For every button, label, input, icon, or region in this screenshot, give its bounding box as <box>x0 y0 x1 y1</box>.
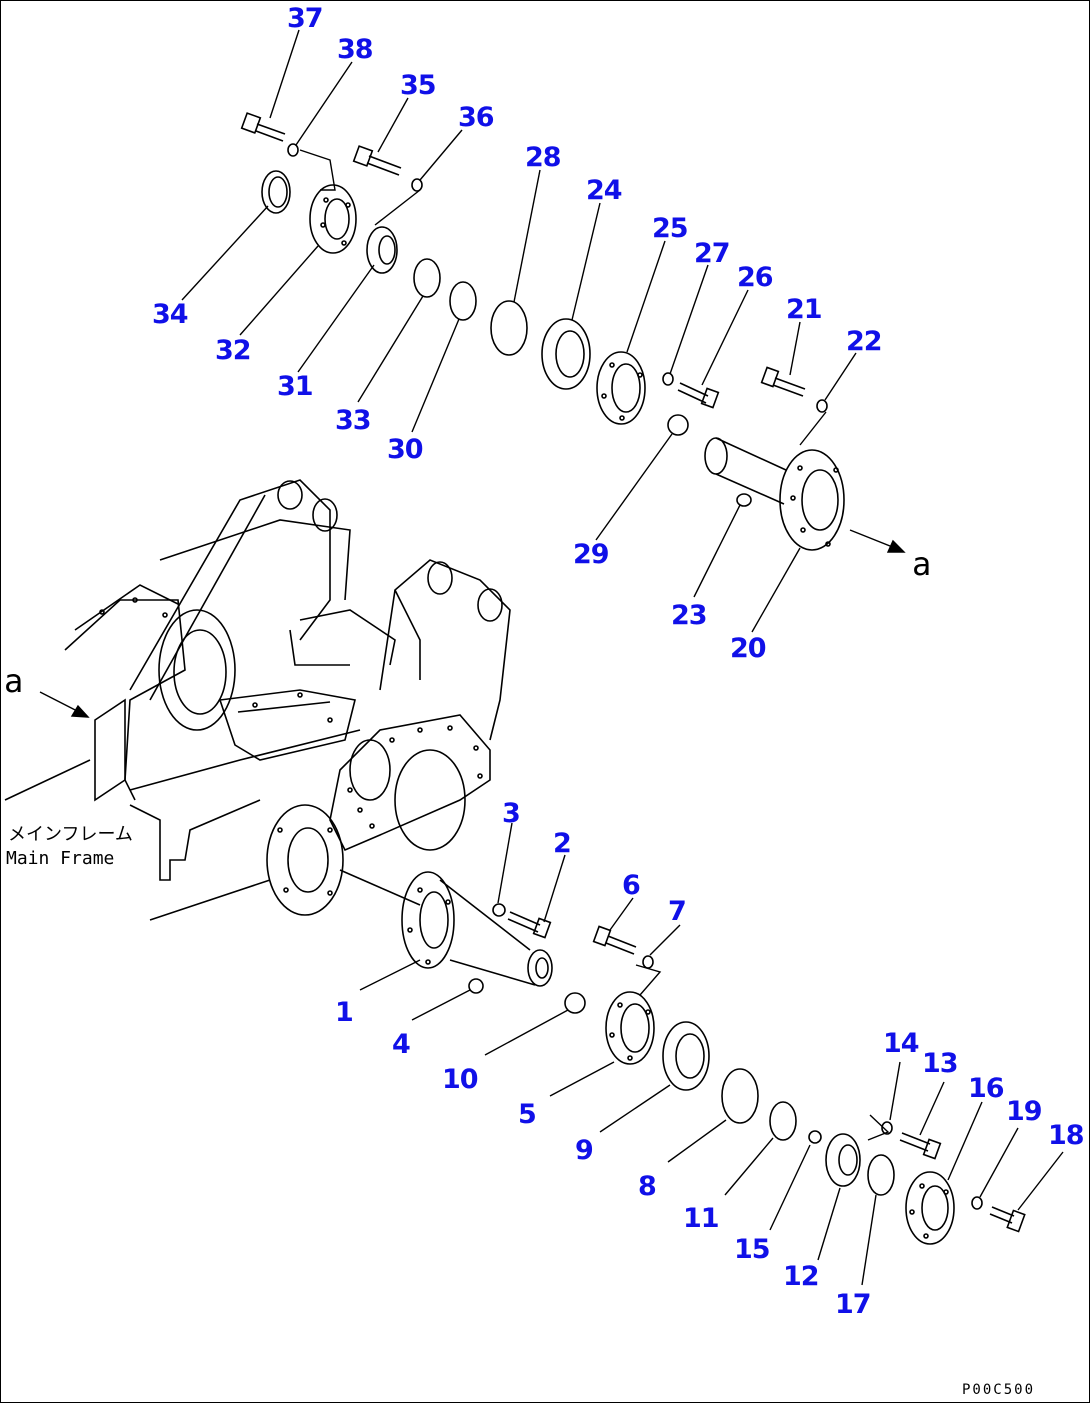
callout-3: 3 <box>502 798 520 829</box>
callout-31: 31 <box>277 371 313 402</box>
callout-2: 2 <box>553 828 571 859</box>
callout-12: 12 <box>783 1261 819 1292</box>
part-38-washer <box>287 143 299 157</box>
part-3-washer <box>492 903 506 917</box>
callout-21: 21 <box>786 294 822 325</box>
callout-17: 17 <box>835 1289 871 1320</box>
part-25-flange <box>596 351 646 425</box>
callout-28: 28 <box>525 142 561 173</box>
frame-bolt-holes <box>99 597 483 896</box>
drawing-code: P00C500 <box>962 1382 1035 1398</box>
callout-8: 8 <box>638 1171 656 1202</box>
callout-34: 34 <box>152 299 188 330</box>
lower-parts-drawing <box>401 871 1026 1245</box>
callout-30: 30 <box>387 434 423 465</box>
callout-9: 9 <box>575 1135 593 1166</box>
part-11-ring <box>769 1101 797 1141</box>
part-37-bolt <box>240 112 286 142</box>
part-16-cover <box>905 1171 955 1245</box>
callout-13: 13 <box>922 1048 958 1079</box>
callout-1: 1 <box>335 997 353 1028</box>
part-20-housing <box>704 437 845 551</box>
callout-32: 32 <box>215 335 251 366</box>
part-36-washer <box>411 178 423 192</box>
callout-numbers: 37 38 35 36 28 24 25 27 26 21 22 34 32 3… <box>152 3 1085 1320</box>
callout-7: 7 <box>668 896 686 927</box>
callout-6: 6 <box>622 870 640 901</box>
callout-20: 20 <box>730 633 766 664</box>
view-a-label-left: a <box>4 662 23 700</box>
part-14-washer <box>881 1121 893 1135</box>
part-32-cover <box>309 184 357 254</box>
part-31-bearing <box>366 226 398 274</box>
part-4-fitting <box>468 978 484 994</box>
callout-5: 5 <box>518 1099 536 1130</box>
part-30-ring <box>449 281 477 321</box>
part-27-washer <box>662 372 674 386</box>
part-21-bolt <box>760 366 806 397</box>
part-28-ring <box>490 300 528 356</box>
callout-16: 16 <box>968 1073 1004 1104</box>
callout-38: 38 <box>337 34 373 65</box>
part-26-bolt <box>677 382 720 409</box>
part-19-washer <box>971 1196 983 1210</box>
part-17-ring <box>867 1154 895 1196</box>
callout-25: 25 <box>652 213 688 244</box>
callout-29: 29 <box>573 539 609 570</box>
part-1-housing <box>401 871 553 987</box>
part-34-seal <box>261 170 291 214</box>
callout-23: 23 <box>671 600 707 631</box>
callout-10: 10 <box>442 1064 478 1095</box>
part-24-cover <box>541 318 591 390</box>
part-13-bolt <box>899 1132 942 1160</box>
callout-26: 26 <box>737 262 773 293</box>
view-a-arrows <box>39 529 906 718</box>
callout-27: 27 <box>694 238 730 269</box>
part-29-plug <box>667 414 689 436</box>
part-5-flange <box>605 991 655 1065</box>
part-8-ring <box>721 1068 759 1124</box>
callout-36: 36 <box>458 102 494 133</box>
part-18-bolt <box>989 1206 1026 1233</box>
part-6-bolt <box>592 925 637 955</box>
upper-parts-drawing <box>240 112 845 551</box>
view-a-label-right: a <box>912 545 931 583</box>
callout-14: 14 <box>883 1028 919 1059</box>
callout-24: 24 <box>586 175 622 206</box>
frame-labels: a a メインフレーム Main Frame P00C500 <box>4 545 1035 1398</box>
callout-4: 4 <box>392 1029 410 1060</box>
part-22-washer <box>816 399 828 413</box>
part-10-plug <box>564 992 586 1014</box>
main-frame-drawing <box>4 479 511 921</box>
frame-label-en: Main Frame <box>6 848 114 869</box>
part-35-bolt <box>352 145 402 176</box>
part-33-ring <box>413 258 441 298</box>
callout-18: 18 <box>1048 1120 1084 1151</box>
callout-11: 11 <box>683 1203 719 1234</box>
callout-19: 19 <box>1006 1096 1042 1127</box>
part-15-plug <box>808 1130 822 1144</box>
frame-label-jp: メインフレーム <box>8 824 133 845</box>
callout-15: 15 <box>734 1234 770 1265</box>
callout-22: 22 <box>846 326 882 357</box>
part-12-bearing <box>825 1133 861 1187</box>
callout-35: 35 <box>400 70 436 101</box>
part-23-fitting <box>736 493 752 507</box>
callout-37: 37 <box>287 3 323 34</box>
leader-lines <box>181 29 1064 1286</box>
part-9-cover <box>662 1021 710 1091</box>
callout-33: 33 <box>335 405 371 436</box>
